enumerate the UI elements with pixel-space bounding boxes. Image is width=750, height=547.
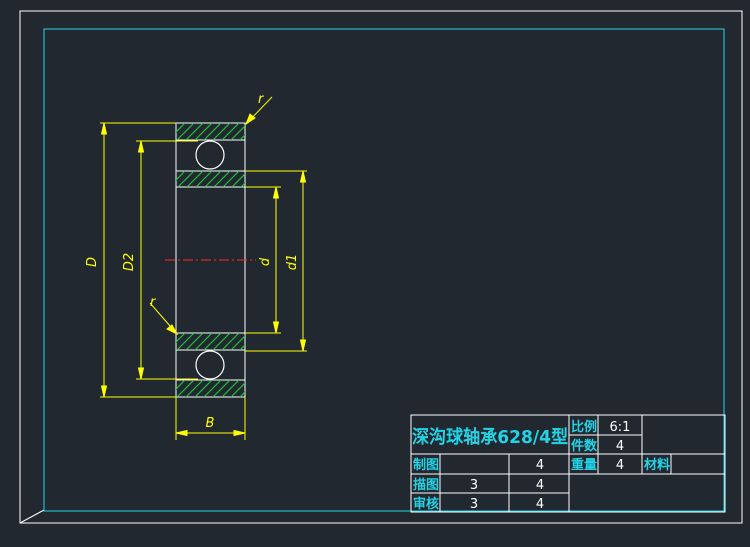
inner-ring-top-section (175, 170, 275, 188)
outer-ring-bottom-section (175, 379, 275, 398)
hatch-line (240, 182, 245, 187)
part-name: 深沟球轴承628/4型 (412, 426, 568, 448)
hatch-line (176, 123, 177, 124)
hatch-line (194, 380, 213, 397)
inner-ring-bottom-section (175, 332, 275, 351)
hatch-line (185, 333, 204, 350)
hatch-line (249, 333, 266, 350)
hatch-line (176, 333, 177, 334)
material-label: 材料 (644, 457, 670, 473)
hatch-line (176, 171, 186, 181)
hatch-line (230, 382, 245, 397)
hatch-line (258, 333, 275, 350)
hatch-line (185, 123, 204, 140)
hatch-line (231, 173, 245, 187)
hatch-line (203, 380, 222, 397)
count-label: 件数 (571, 438, 598, 454)
count-value: 4 (616, 439, 624, 454)
hatch-line (176, 380, 195, 397)
label-d: d (258, 257, 273, 266)
hatch-line (250, 171, 266, 187)
label-B: B (206, 416, 215, 431)
hatch-line (249, 380, 266, 397)
label-r-bottom: r (150, 295, 157, 310)
hatch-line (259, 171, 275, 187)
scale-label: 比例 (571, 419, 597, 435)
hatch-line (176, 123, 186, 133)
hatch-line (212, 333, 231, 350)
hatch-line (230, 335, 245, 350)
hatch-line (249, 123, 266, 140)
inner-frame (43, 28, 725, 512)
hatch-line (239, 344, 245, 350)
title-block-text: 深沟球轴承628/4型 比例 6:1 件数 4 重量 4 材料 制图 4 描图 … (412, 419, 670, 512)
outer-frame (19, 10, 743, 524)
drawn-value: 4 (536, 458, 544, 473)
traced-value-2: 4 (536, 478, 544, 493)
traced-label: 描图 (413, 477, 439, 493)
hatch-line (176, 171, 177, 172)
checked-label: 审核 (413, 496, 439, 512)
hatch-line (221, 333, 240, 350)
hatch-line (203, 123, 222, 140)
hatch-line (195, 171, 213, 187)
hatch-line (258, 380, 275, 397)
hatch-line (258, 123, 275, 140)
hatch-line (204, 171, 222, 187)
dimension-lines (100, 96, 307, 440)
scale-value: 6:1 (610, 420, 631, 435)
dimension-labels: D D2 d d1 B r r (85, 92, 300, 431)
hatch-line (176, 380, 177, 381)
hatch-line (239, 134, 245, 140)
hatch-line (221, 380, 240, 397)
ball-bottom (195, 350, 225, 380)
label-D2: D2 (122, 253, 137, 271)
label-d1: d1 (285, 254, 300, 271)
ball-top (195, 140, 225, 170)
hatch-line (194, 123, 213, 140)
hatch-line (239, 391, 245, 397)
hatch-line (177, 171, 195, 187)
hatch-line (176, 123, 195, 140)
hatch-line (176, 333, 186, 343)
hatch-line (185, 380, 204, 397)
checked-value-1: 3 (470, 497, 478, 512)
hatch-line (176, 333, 195, 350)
hatch-line (230, 125, 245, 140)
hatch-line (212, 380, 231, 397)
hatch-line (221, 123, 240, 140)
hatch-line (222, 171, 240, 187)
hatch-line (213, 171, 231, 187)
hatch-line (212, 123, 231, 140)
hatch-line (194, 333, 213, 350)
hatch-line (176, 380, 186, 390)
label-D: D (85, 257, 100, 267)
outer-ring-top-section (175, 122, 275, 141)
weight-label: 重量 (571, 457, 597, 473)
hatch-line (186, 171, 204, 187)
label-r-top: r (258, 92, 265, 107)
title-block (410, 414, 726, 513)
traced-value-1: 3 (470, 478, 478, 493)
checked-value-2: 4 (536, 497, 544, 512)
drawn-label: 制图 (413, 457, 439, 473)
hatch-line (203, 333, 222, 350)
weight-value: 4 (616, 458, 624, 473)
